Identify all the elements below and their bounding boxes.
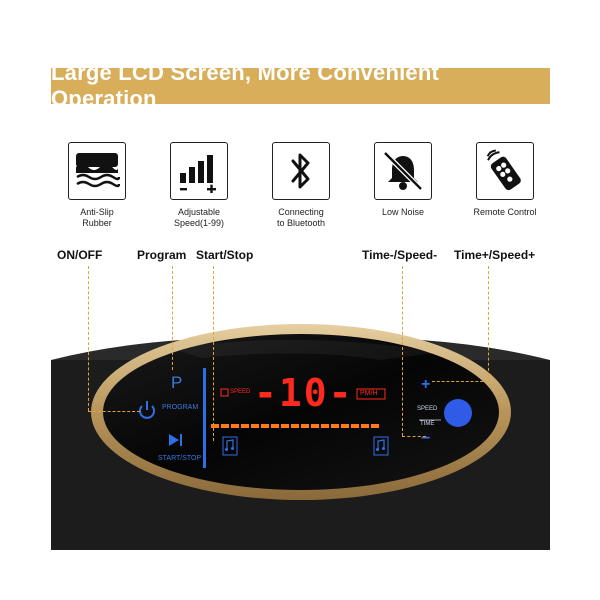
plus-button[interactable]: +: [421, 376, 431, 393]
guide-program: [172, 266, 173, 370]
waves-icon: [68, 142, 126, 200]
speed-time-dial: [444, 399, 472, 427]
feature-bluetooth: Connecting to Bluetooth: [261, 142, 341, 229]
progress-dash: [211, 424, 219, 428]
bluetooth-icon: [272, 142, 330, 200]
guide-time-plus-h: [432, 381, 488, 382]
speed-tag: SPEED: [230, 389, 251, 395]
progress-dash: [261, 424, 269, 428]
progress-dash: [221, 424, 229, 428]
progress-dash: [271, 424, 279, 428]
callout-program: Program: [137, 248, 187, 262]
progress-dash: [281, 424, 289, 428]
device-body: [51, 324, 550, 550]
minus-button[interactable]: −: [421, 430, 431, 447]
callout-start-stop: Start/Stop: [196, 248, 254, 262]
callout-time-speed-minus: Time-/Speed-: [362, 248, 438, 262]
progress-dash: [361, 424, 369, 428]
feature-label: Anti-Slip Rubber: [80, 207, 114, 228]
feature-label: Connecting to Bluetooth: [276, 207, 326, 228]
progress-dash: [311, 424, 319, 428]
feature-low-noise: Low Noise: [363, 142, 443, 218]
feature-remote-control: Remote Control: [465, 142, 545, 218]
program-letter[interactable]: P: [171, 373, 183, 392]
progress-dash: [251, 424, 259, 428]
time-label: TIME: [420, 421, 435, 427]
unit-label: PM/H: [360, 390, 378, 397]
unit-box: [356, 388, 386, 400]
feature-anti-slip: Anti-Slip Rubber: [57, 142, 137, 229]
banner-title: Large LCD Screen, More Convenient Operat…: [51, 60, 440, 111]
power-icon: [139, 401, 155, 419]
banner: Large LCD Screen, More Convenient Operat…: [51, 60, 550, 111]
progress-dash: [291, 424, 299, 428]
guide-time-minus: [402, 266, 403, 436]
progress-dash: [321, 424, 329, 428]
progress-dash: [341, 424, 349, 428]
progress-dash: [231, 424, 239, 428]
progress-dash: [301, 424, 309, 428]
music-icon-left: [222, 436, 238, 456]
progress-dash: [371, 424, 379, 428]
speed-label: SPEED: [417, 406, 438, 412]
feature-adjustable-speed: Adjustable Speed(1-99): [159, 142, 239, 229]
callout-time-speed-plus: Time+/Speed+: [454, 248, 536, 262]
program-label: PROGRAM: [162, 404, 199, 411]
guide-time-minus-h: [402, 436, 426, 437]
feature-label: Remote Control: [473, 207, 537, 217]
guide-on-off: [88, 266, 89, 411]
progress-dashes: [211, 424, 379, 428]
callout-on-off: ON/OFF: [57, 248, 103, 262]
feature-label: Adjustable Speed(1-99): [173, 207, 225, 228]
guide-time-plus: [488, 266, 489, 381]
muted-bell-icon: [374, 142, 432, 200]
speed-bars-icon: [170, 142, 228, 200]
start-stop-icon: [169, 434, 182, 446]
device-panel: P PROGRAM START/STOP SPEED -10- PM/H + S…: [51, 300, 550, 550]
feature-label: Low Noise: [381, 207, 425, 217]
music-icon-right: [373, 436, 389, 456]
speed-display: -10-: [254, 371, 354, 415]
progress-dash: [351, 424, 359, 428]
guide-on-off-h: [88, 411, 140, 412]
speed-tag-box: [220, 388, 229, 397]
progress-dash: [331, 424, 339, 428]
remote-control-icon: [476, 142, 534, 200]
progress-dash: [241, 424, 249, 428]
start-stop-label: START/STOP: [158, 455, 202, 462]
guide-start-stop: [213, 266, 214, 441]
divider-bar: [203, 368, 206, 468]
